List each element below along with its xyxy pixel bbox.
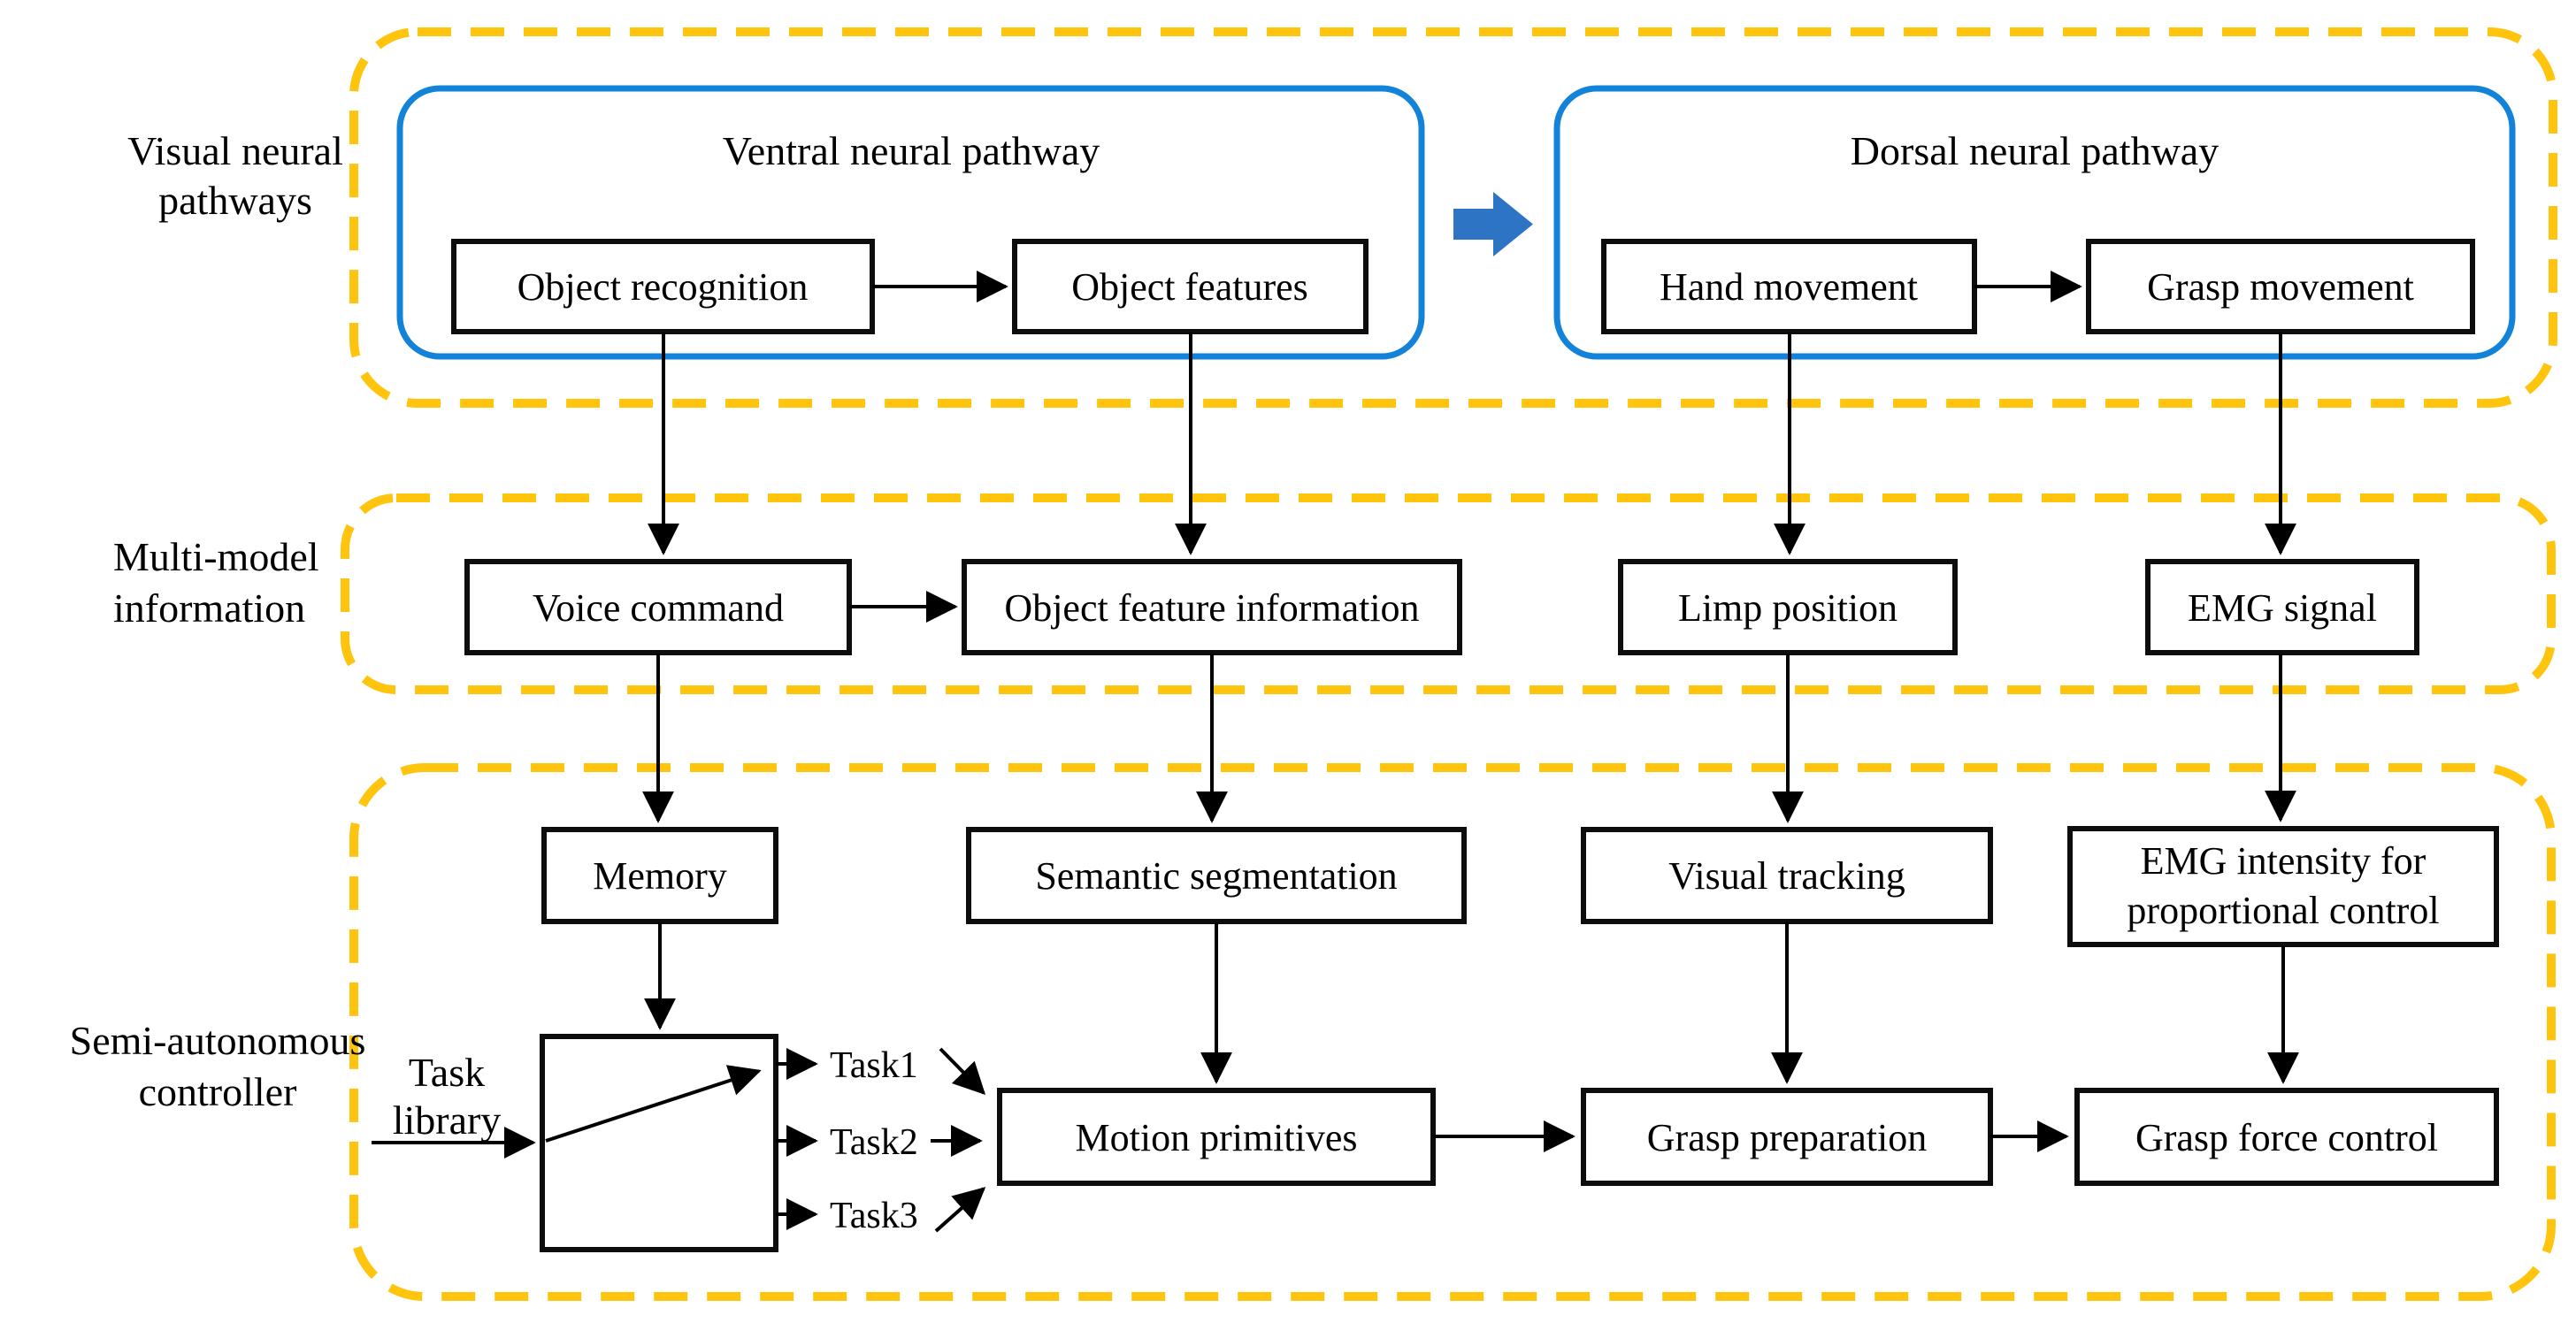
band-multi-model-information [341, 493, 2556, 694]
task-library-label-line2: library [393, 1097, 502, 1143]
task-switch-box [540, 1034, 778, 1252]
dorsal-pathway-title: Dorsal neural pathway [1851, 128, 2219, 173]
label-semi-autonomous-line2: controller [139, 1069, 297, 1114]
node-emg-intensity-label-line1: EMG intensity for [2141, 839, 2426, 883]
task3-label: Task3 [830, 1196, 918, 1236]
node-object-recognition-label: Object recognition [518, 265, 809, 309]
label-multi-model-line1: Multi-model [113, 534, 319, 579]
arrow-task1-to-motion-primitives [939, 1047, 986, 1096]
node-hand-movement-label: Hand movement [1660, 265, 1918, 309]
label-visual-neural-line1: Visual neural [127, 128, 343, 173]
node-limp-position [1618, 559, 1958, 655]
label-visual-neural-line2: pathways [158, 178, 312, 223]
node-memory [541, 827, 778, 924]
node-semantic-segmentation-label: Semantic segmentation [1035, 854, 1397, 898]
node-semantic-segmentation [966, 827, 1467, 924]
task2-label: Task2 [830, 1122, 918, 1163]
arrow-task3-to-motion-primitives [934, 1187, 986, 1233]
task-library-label-line1: Task [409, 1050, 485, 1095]
node-object-features-label: Object features [1071, 265, 1308, 309]
container-dorsal-pathway [1553, 85, 2516, 360]
band-visual-neural-pathways [349, 27, 2557, 408]
node-grasp-force-control-label: Grasp force control [2135, 1116, 2438, 1159]
node-grasp-movement [2086, 239, 2475, 334]
node-grasp-preparation-label: Grasp preparation [1647, 1116, 1927, 1159]
band-semi-autonomous-controller [349, 763, 2556, 1301]
node-emg-intensity-label-line2: proportional control [2127, 889, 2439, 932]
node-object-recognition [451, 239, 875, 334]
node-emg-signal-label: EMG signal [2188, 586, 2377, 630]
container-ventral-pathway [396, 85, 1425, 360]
node-limp-position-label: Limp position [1678, 586, 1898, 630]
node-memory-label: Memory [593, 854, 727, 898]
node-grasp-force-control [2074, 1088, 2499, 1186]
node-voice-command-label: Voice command [533, 586, 784, 630]
node-motion-primitives-label: Motion primitives [1076, 1116, 1358, 1159]
node-object-feature-information [962, 559, 1462, 655]
task-switch-selector-arrow [545, 1065, 762, 1143]
node-object-features [1012, 239, 1368, 334]
node-emg-signal [2145, 559, 2419, 655]
node-voice-command [464, 559, 852, 655]
ventral-pathway-title: Ventral neural pathway [723, 128, 1100, 173]
node-visual-tracking [1581, 827, 1993, 924]
node-visual-tracking-label: Visual tracking [1668, 854, 1905, 898]
node-motion-primitives [997, 1088, 1436, 1186]
node-grasp-preparation [1581, 1088, 1993, 1186]
ventral-to-dorsal-block-arrow-icon [1453, 192, 1533, 256]
node-emg-intensity [2067, 826, 2499, 947]
label-semi-autonomous-line1: Semi-autonomous [70, 1018, 366, 1063]
node-grasp-movement-label: Grasp movement [2147, 265, 2414, 309]
task1-label: Task1 [830, 1045, 918, 1086]
label-multi-model-line2: information [113, 585, 305, 631]
node-object-feature-information-label: Object feature information [1004, 586, 1419, 630]
